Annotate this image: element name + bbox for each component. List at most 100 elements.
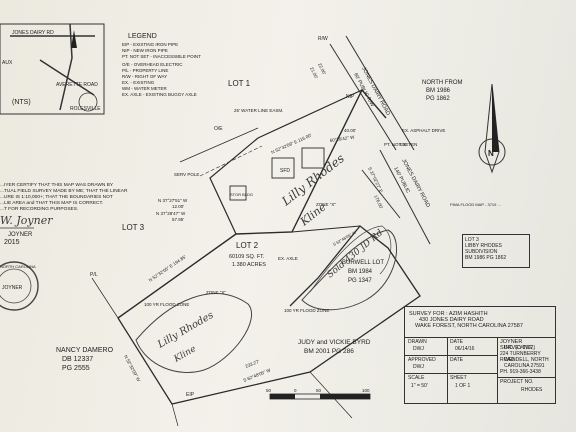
lot3-box-line: BM 1986 PG 1862: [465, 255, 507, 261]
fima-label: FIMA FLOOD MAP - 3719 ...: [450, 202, 501, 207]
legend-item: EIP - EXISTING IRON PIPE: [122, 42, 178, 47]
north-pg: PG 1862: [426, 96, 450, 102]
bearing-label: 233.27': [245, 359, 261, 369]
seal-text: NORTH CAROLINA: [0, 264, 36, 269]
legend-item: P/L - PROPERTY LINE: [122, 68, 168, 73]
byrd-bm: BM 2001 PG 286: [304, 348, 354, 355]
handwritten-annotations: Lilly Rhodes Kline Sold 430 JD Rd Lilly …: [155, 151, 385, 365]
survey-address: 430 JONES DAIRY ROAD: [419, 317, 484, 323]
svg-text:N: N: [488, 149, 494, 158]
distance-label: 22.00': [317, 62, 327, 75]
legend-item: WM - WATER METER: [122, 86, 167, 91]
lot2-area: 60109 SQ. FT.: [229, 254, 265, 260]
oe-label: O/E: [214, 126, 223, 132]
bearing-label: N 37°28'47" W: [156, 211, 186, 216]
adjoining-owners: NANCY DAMERO DB 12337 PG 2555 JUDY and V…: [56, 339, 371, 372]
drawn-value: DWJ: [413, 346, 424, 352]
approved-value: DWJ: [413, 364, 424, 370]
cert-year: 2015: [4, 239, 20, 246]
handwriting-note: Lilly Rhodes: [155, 310, 216, 351]
north-arrow-icon: N: [478, 83, 506, 174]
handwriting-note: Lilly Rhodes: [278, 151, 347, 209]
pl-label: P/L: [90, 272, 98, 278]
vicinity-road-mid: AVERETTE ROAD: [56, 82, 98, 88]
date-value: 06/14/16: [455, 346, 475, 352]
north-from: NORTH FROM: [422, 80, 463, 86]
seal-name: JOYNER: [2, 285, 23, 291]
bearing-label: 60°28'42" W: [329, 134, 355, 143]
nip-label: NIP: [346, 94, 355, 100]
bearing-label: N 52°32'09" E 116.00': [270, 133, 312, 155]
legend: LEGEND EIP - EXISTING IRON PIPE NIP - NE…: [122, 33, 201, 97]
scale-tick: 50: [316, 388, 322, 393]
burwell-lot: BURWELL LOT: [342, 260, 384, 266]
scale-value: 1" = 50': [411, 383, 428, 389]
eip-label: EIP: [186, 392, 195, 398]
bearing-label: 57.95': [172, 217, 184, 222]
firm-line: 224 TURNBERRY ROAD: [500, 351, 541, 363]
vicinity-aux: AUX: [2, 60, 13, 66]
surveyor-name: JOYNER: [8, 232, 33, 238]
legend-item: EX. - EXISTING: [122, 80, 155, 85]
north-bm: BM 1986: [426, 88, 451, 94]
lot3-box-line: LIBBY RHODES: [465, 243, 502, 249]
project-value: RHODES: [521, 387, 543, 393]
burwell-bm: BM 1984: [348, 269, 373, 275]
cert-line: ...URE IS 1:10,000+; THAT THE BOUNDARIES…: [0, 194, 113, 200]
scale-tick: 50: [266, 388, 272, 393]
firm-name: JOYNER SURVEYING,: [500, 339, 534, 351]
lot2-acres: 1.380 ACRES: [232, 262, 266, 268]
lot1-label: LOT 1: [228, 79, 251, 88]
distance-label: 21.00': [309, 66, 319, 79]
scale-tick: 0: [294, 388, 297, 393]
legend-item: NIP - NEW IRON PIPE: [122, 48, 168, 53]
survey-location: WAKE FOREST, NORTH CAROLINA 27587: [415, 323, 523, 329]
scale-tick: 100: [362, 388, 370, 393]
title-block: SURVEY FOR : AZIM HASHITH 430 JONES DAIR…: [404, 306, 556, 404]
project-label: PROJECT NO.: [500, 379, 534, 385]
zone-x-label: ZONE "X": [206, 290, 226, 295]
damero-pg: PG 2555: [62, 365, 90, 372]
bearing-label: N 52°32'09" W: [123, 354, 142, 383]
rw-label: R/W: [318, 36, 328, 42]
legend-item: O/E - OVERHEAD ELECTRIC: [122, 62, 183, 67]
firm-line: INC. (C-0727): [504, 345, 536, 351]
sfd-label: SFD: [280, 168, 290, 174]
vicinity-road-top: JONES DAIRY RD: [12, 30, 54, 36]
vicinity-town: ROLESVILLE: [70, 106, 101, 112]
scale-bar: 50 0 50 100: [266, 388, 371, 400]
burwell-pg: PG 1347: [348, 278, 372, 284]
lot2-label: LOT 2: [236, 241, 259, 250]
handwriting-note: Kline: [172, 344, 198, 365]
stor-bldg-label: STOR BLDG: [230, 192, 253, 197]
bearing-label: 12.00': [172, 204, 184, 209]
date2-label: DATE: [450, 357, 463, 363]
cert-line: ...T FOR RECORDING PURPOSES.: [0, 206, 78, 212]
vicinity-map: JONES DAIRY RD AUX AVERETTE ROAD ROLESVI…: [0, 23, 105, 115]
flood-zone-label: 100 YR FLOOD ZONE: [144, 302, 189, 307]
flood-zone-label: 100 YR FLOOD ZONE: [284, 308, 329, 313]
legend-item: EX. AXLE - EXISTING BUGGY AXLE: [122, 92, 197, 97]
cert-line: ...TUAL FIELD SURVEY MADE BY ME; THAT TH…: [0, 188, 128, 194]
firm-line: CAROLINA 27591: [504, 363, 545, 369]
drawn-label: DRAWN: [408, 339, 427, 345]
distance-label: 40.00': [344, 128, 356, 133]
byrd-name: JUDY and VICKIE BYRD: [298, 339, 371, 346]
asphalt-drive-label: EX. ASPHALT DRIVE: [402, 128, 445, 133]
ex-axle-label: EX. AXLE: [278, 256, 298, 261]
water-line-label: 25' WATER LINE EASM.: [234, 108, 283, 113]
surveyor-seal: NORTH CAROLINA JOYNER: [0, 261, 39, 311]
firm-phone: PH. 919-366-3438: [500, 369, 541, 375]
cert-line: ...LIE AREA and THAT THIS MAP IS CORRECT…: [0, 200, 103, 206]
certification-block: ...IYER CERTIFY THAT THIS MAP WAS DRAWN …: [0, 182, 128, 246]
lot3-box-line: SUBDIVISION: [465, 249, 498, 255]
damero-name: NANCY DAMERO: [56, 347, 114, 354]
flood-zone-outlines: [135, 225, 397, 373]
legend-item: PT. NOT SET - INACCESSIBLE POINT: [122, 54, 201, 59]
road-right-of-way: [329, 35, 431, 245]
ex-ten-label: EX. TEN: [400, 142, 417, 147]
vicinity-nts: (NTS): [12, 99, 31, 106]
parcel-boundary: [91, 88, 421, 427]
